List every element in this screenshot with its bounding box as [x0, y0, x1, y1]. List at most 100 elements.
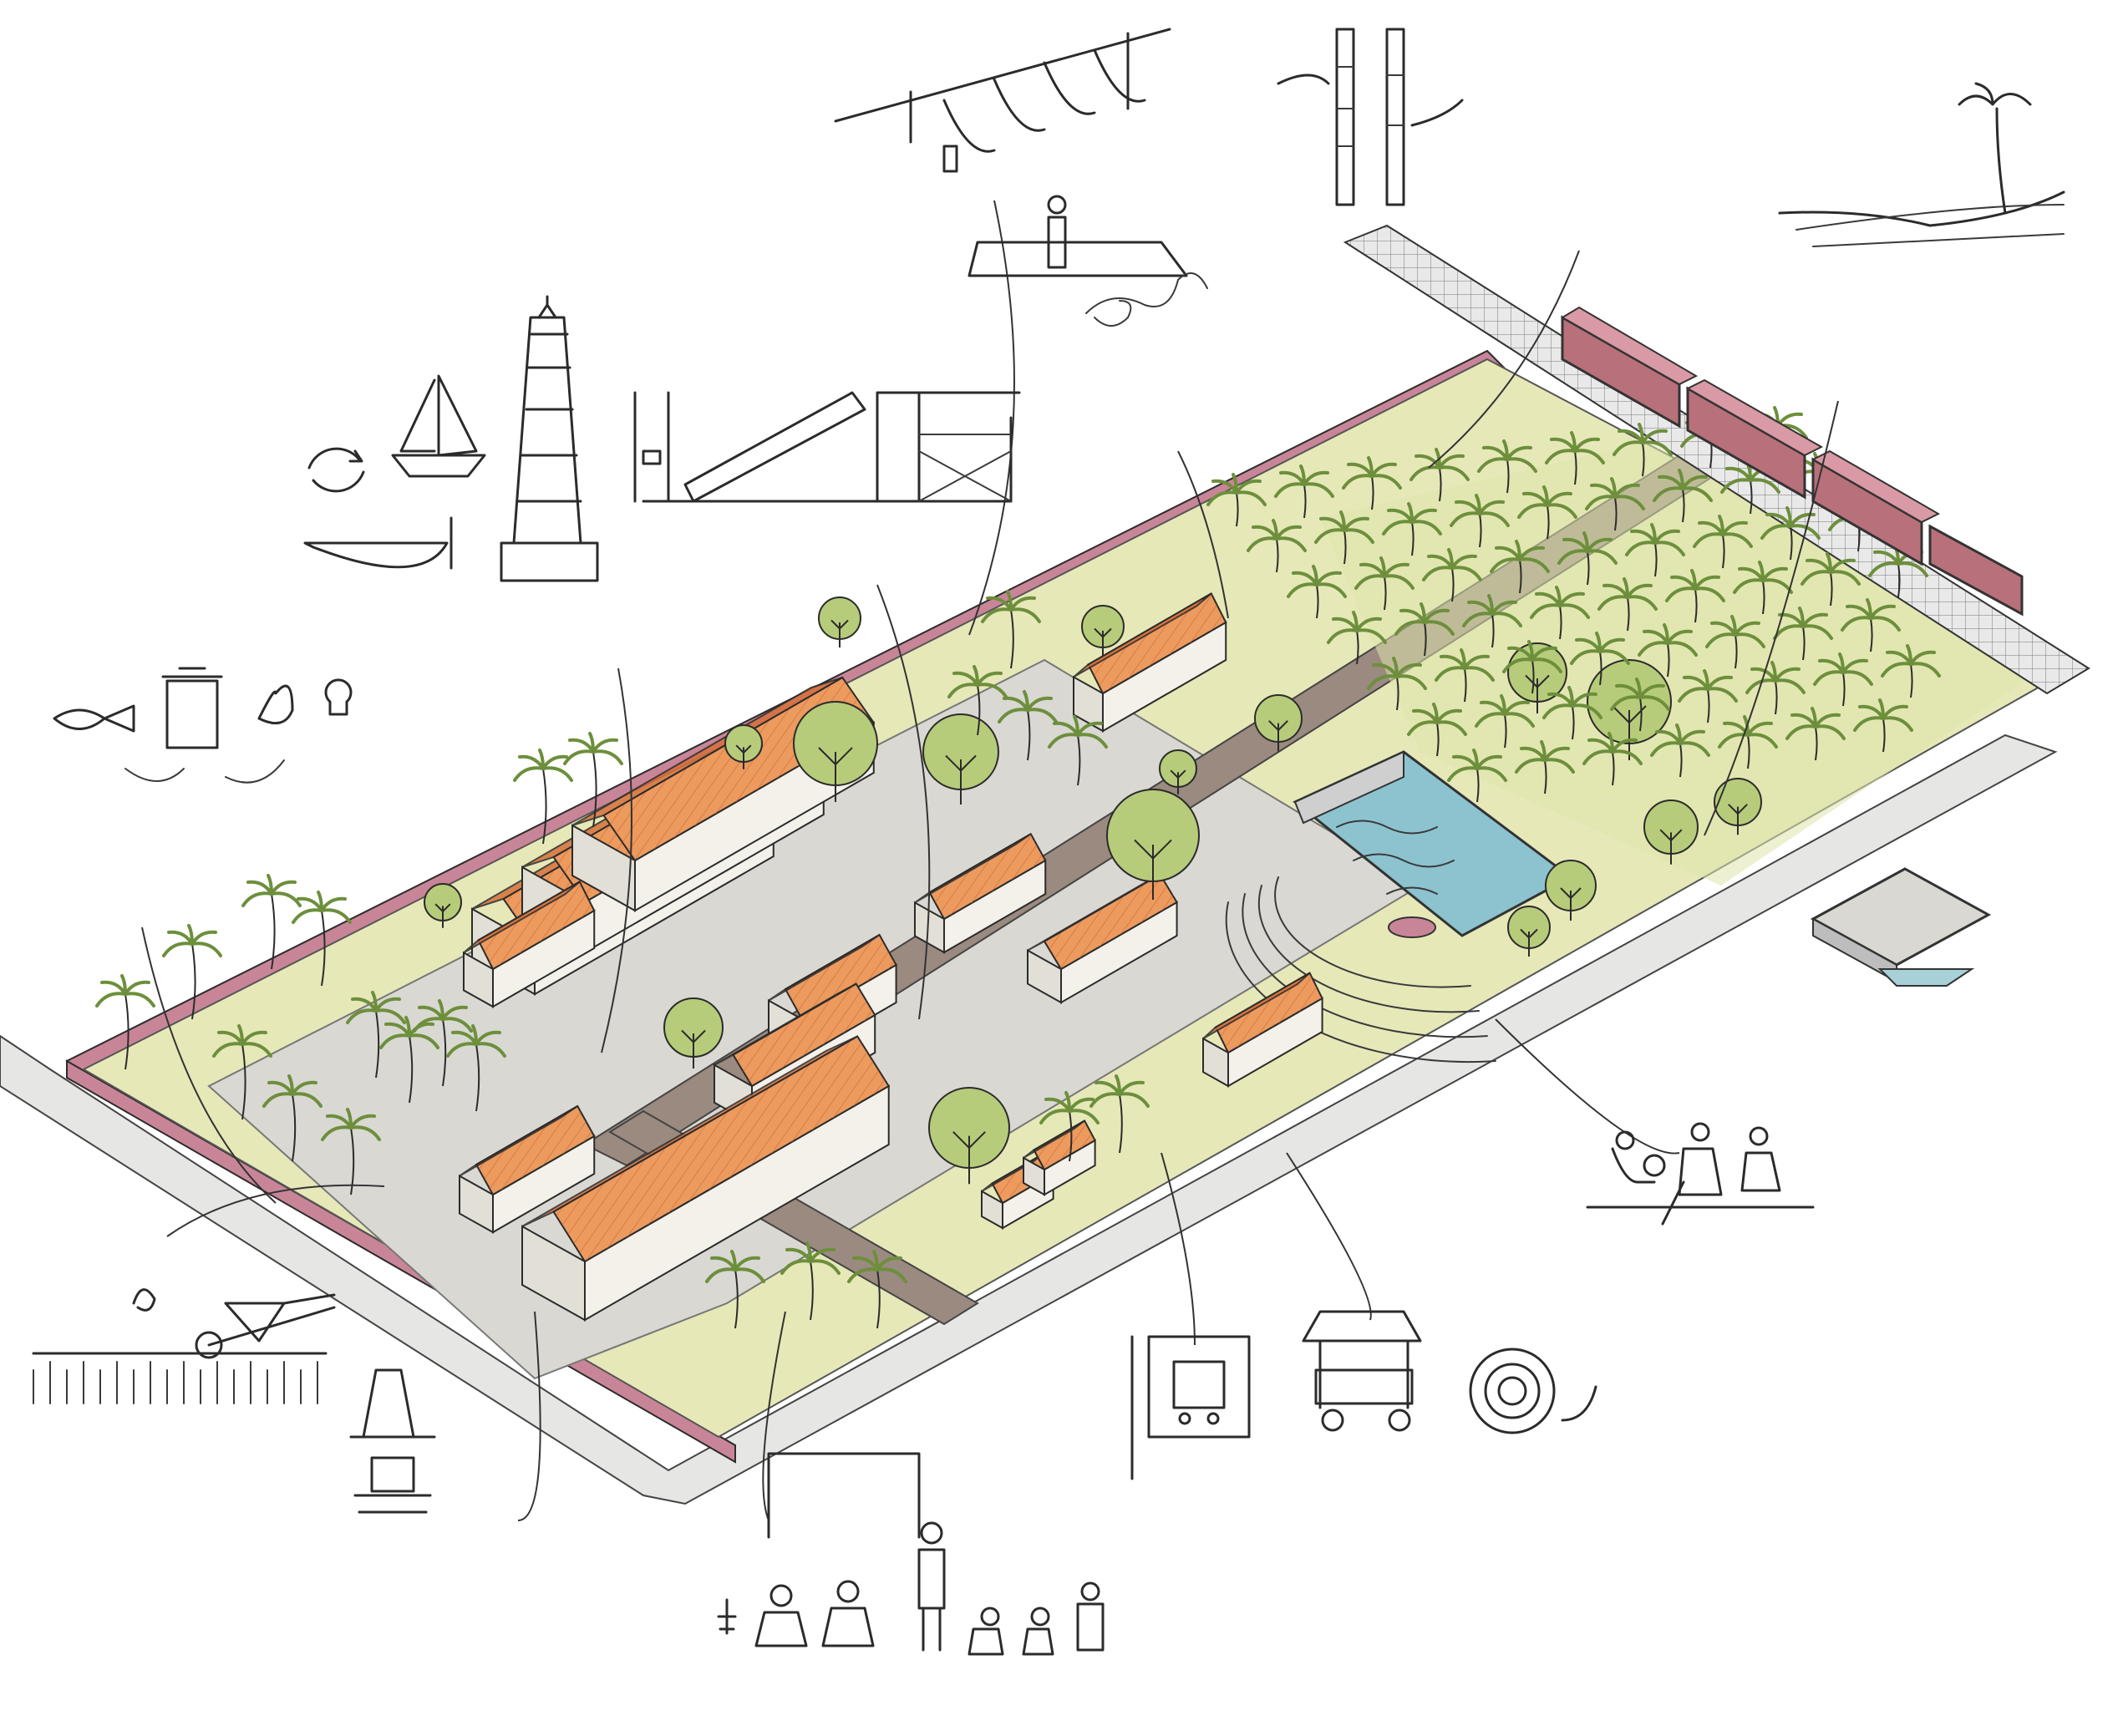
palm-68 [1475, 694, 1535, 749]
palm-14 [705, 1250, 765, 1329]
palm-69 [1542, 686, 1602, 740]
palm-35 [1450, 494, 1510, 548]
palm-78 [1650, 723, 1710, 778]
trees-layer [95, 406, 1941, 1329]
palm-67 [1407, 703, 1467, 757]
train [1561, 306, 2024, 617]
palm-53 [1530, 586, 1590, 640]
palm-44 [1490, 540, 1550, 594]
palm-5 [162, 924, 222, 1020]
tree-9 [424, 883, 462, 928]
palm-43 [1422, 548, 1482, 602]
hammock-icon [834, 28, 1171, 173]
palm-21 [998, 690, 1058, 761]
palm-18 [1039, 1091, 1100, 1162]
bamboo-icon [1277, 28, 1464, 206]
buildings-layer [459, 592, 1323, 1322]
palm-26 [1409, 448, 1470, 502]
tree-2 [818, 596, 861, 647]
palm-64 [1705, 615, 1765, 669]
kiln-icon [349, 1368, 436, 1514]
palm-25 [1342, 456, 1402, 510]
tree-16 [1545, 860, 1597, 921]
building-11 [1073, 592, 1227, 733]
palm-59 [1367, 657, 1427, 711]
tree-3 [1081, 605, 1125, 656]
palm-12 [262, 1074, 323, 1162]
building-9 [914, 832, 1047, 954]
tree-5 [793, 701, 878, 802]
tree-1 [724, 724, 763, 769]
palm-76 [1515, 740, 1575, 794]
palm-24 [1274, 464, 1334, 519]
palm-10 [413, 999, 473, 1087]
tree-10 [1254, 694, 1303, 752]
palm-38 [1653, 469, 1713, 523]
palm-65 [1773, 607, 1833, 661]
tree-8 [928, 1087, 1010, 1185]
railway-embankment [1343, 224, 2090, 695]
palm-37 [1585, 477, 1645, 531]
boat-icon [303, 374, 486, 570]
palm-42 [1354, 556, 1414, 611]
pond [1293, 750, 1573, 937]
palm-17 [1089, 1074, 1150, 1154]
palm-54 [1597, 577, 1658, 632]
palm-57 [1800, 552, 1861, 607]
palm-16 [847, 1250, 907, 1329]
palm-20 [947, 665, 1008, 736]
palm-56 [1733, 561, 1793, 615]
palm-33 [1314, 510, 1374, 565]
weaving-people-icon [1586, 1122, 1815, 1226]
wheelbarrow-icon [32, 1288, 336, 1404]
palm-15 [780, 1241, 841, 1321]
tree-11 [1159, 749, 1197, 794]
pool-block-icon [1810, 867, 1992, 987]
tree-4 [922, 713, 999, 805]
tree-13 [1587, 659, 1672, 760]
palm-41 [1287, 565, 1347, 619]
palm-47 [1693, 515, 1753, 569]
palm-1 [513, 749, 573, 845]
coil-icon [1469, 1348, 1597, 1434]
food-cart-icon [1302, 1310, 1422, 1432]
palm-55 [1665, 569, 1725, 623]
palm-23 [1206, 473, 1267, 527]
palm-75 [1447, 749, 1507, 803]
palm-70 [1610, 678, 1670, 732]
palm-22 [1048, 715, 1108, 786]
palm-61 [1502, 640, 1562, 694]
tree-14 [1643, 799, 1699, 865]
palm-62 [1570, 632, 1630, 686]
palm-4 [292, 891, 352, 987]
palm-27 [1477, 439, 1537, 494]
palm-7 [212, 1024, 272, 1120]
palm-11 [446, 1024, 506, 1112]
building-8 [521, 1035, 891, 1322]
palm-3 [241, 874, 302, 970]
palm-45 [1557, 531, 1618, 586]
palm-81 [1853, 698, 1913, 753]
palm-39 [1720, 460, 1780, 515]
leader-lines [141, 200, 1839, 1521]
tree-7 [663, 997, 724, 1069]
palm-52 [1462, 594, 1522, 648]
palm-63 [1638, 623, 1698, 678]
building-13 [1023, 1119, 1096, 1196]
building-7 [459, 1104, 596, 1234]
palm-9 [379, 1016, 439, 1104]
slide-icon [633, 391, 1021, 503]
palm-dune-icon [1778, 82, 2065, 247]
recycle-icon [307, 447, 365, 493]
palm-74 [1881, 644, 1941, 698]
palm-2 [563, 732, 623, 828]
palm-6 [95, 974, 155, 1070]
palm-46 [1625, 523, 1685, 577]
palm-51 [1394, 602, 1455, 657]
palm-13 [321, 1108, 381, 1195]
palm-77 [1582, 732, 1643, 786]
tree-6 [1106, 789, 1200, 900]
palm-29 [1613, 423, 1673, 477]
